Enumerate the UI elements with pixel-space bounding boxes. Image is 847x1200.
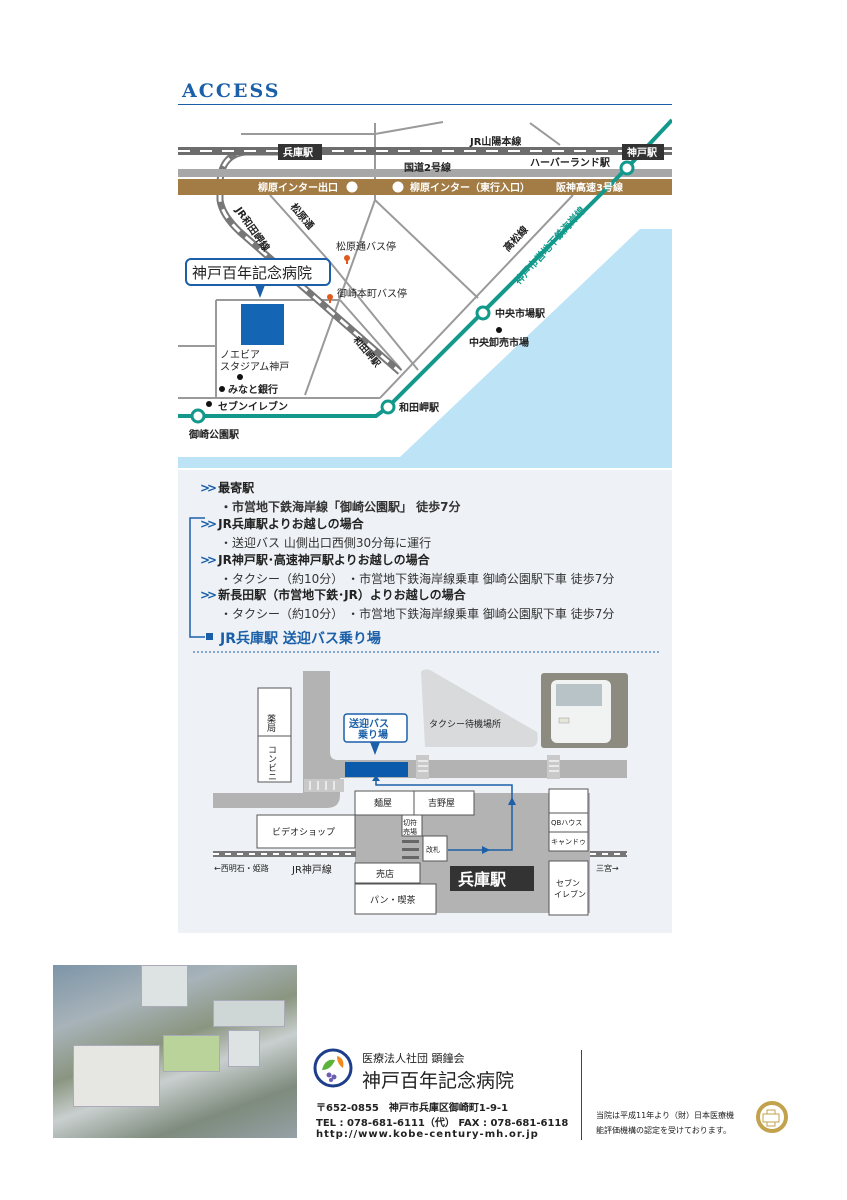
direction-detail: ・市営地下鉄海岸線「御崎公園駅」 徒歩7分 — [220, 500, 461, 514]
shuttle-heading: JR兵庫駅 送迎バス乗り場 — [220, 631, 381, 647]
roads — [178, 121, 574, 399]
title-divider — [178, 104, 672, 105]
direction-detail: ・タクシー（約10分） ・市営地下鉄海岸線乗車 御崎公園駅下車 徒歩7分 — [220, 572, 615, 586]
label: 薬局 — [265, 713, 276, 733]
label: 乗り場 — [357, 728, 388, 741]
direction-item: >>新長田駅（市営地下鉄･JR）よりお越しの場合 ・タクシー（約10分） ・市営… — [200, 586, 614, 622]
chevron-right-icon: >> — [200, 553, 217, 567]
chuo-ichiba-station-marker — [475, 305, 491, 321]
label: セブン — [556, 878, 580, 888]
accreditation-text: 能評価機構の認定を受けております。 — [596, 1126, 731, 1135]
label: セブンイレブン — [218, 400, 288, 413]
label: 国道2号線 — [404, 161, 451, 174]
hanshin-expressway — [178, 179, 672, 195]
direction-heading: JR兵庫駅よりお越しの場合 — [218, 517, 364, 531]
sea — [178, 229, 672, 468]
label: 兵庫駅 — [283, 146, 314, 159]
hospital-building — [241, 304, 284, 345]
label: QBハウス — [551, 819, 582, 827]
label: 切符 — [403, 818, 417, 827]
label: キャンドゥ — [551, 838, 586, 846]
accreditation-seal-icon — [756, 1101, 788, 1133]
label: 御崎公園駅 — [188, 428, 240, 441]
label: みなと銀行 — [228, 383, 278, 396]
label: JR山陽本線 — [469, 135, 521, 148]
hospital-aerial-photo — [53, 965, 297, 1138]
direction-heading: 最寄駅 — [218, 481, 255, 495]
label: 松原通バス停 — [336, 240, 396, 253]
route-arrow — [375, 776, 513, 851]
label: JR神戸線 — [291, 863, 332, 876]
label: 送迎バス — [348, 717, 389, 730]
direction-heading: JR神戸駅･高速神戸駅よりお越しの場合 — [218, 553, 430, 567]
label: 中央市場駅 — [495, 307, 546, 320]
hospital-name: 神戸百年記念病院 — [362, 1070, 515, 1092]
shuttle-connector — [189, 517, 205, 638]
chevron-right-icon: >> — [200, 588, 217, 602]
org-name: 医療法人社団 顕鐘会 — [362, 1052, 465, 1065]
label: イレブン — [554, 889, 586, 899]
misaki-koen-station-marker — [190, 408, 206, 424]
tel-fax: TEL : 078-681-6111（代） FAX : 078-681-6118 — [316, 1118, 569, 1129]
chevron-right-icon: >> — [200, 481, 217, 495]
label: 改札 — [426, 845, 440, 854]
label: 柳原インター出口 — [258, 181, 338, 194]
wadamisaki-station-marker — [380, 399, 396, 415]
label: 売場 — [403, 827, 417, 836]
directions-list: >>最寄駅 ・市営地下鉄海岸線「御崎公園駅」 徒歩7分 >>JR兵庫駅よりお越し… — [178, 470, 672, 658]
label: 吉野屋 — [428, 798, 455, 809]
label: 和田岬駅 — [398, 401, 440, 414]
label: コンビニ — [266, 745, 277, 781]
hospital-callout: 神戸百年記念病院 — [185, 258, 331, 298]
station-diagram: 薬局 コンビニ 送迎バス 乗り場 タクシー待機場所 麺屋 吉野屋 切符 売場 改… — [213, 669, 628, 916]
bus-stop-area — [345, 762, 408, 777]
direction-heading: 新長田駅（市営地下鉄･JR）よりお越しの場合 — [218, 588, 466, 602]
hospital-logo — [313, 1048, 353, 1088]
footer-divider — [581, 1050, 582, 1140]
label: ハーバーランド駅 — [530, 157, 611, 169]
label: 麺屋 — [374, 797, 392, 809]
label: 御崎本町バス停 — [337, 287, 407, 300]
address: 〒652-0855 神戸市兵庫区御崎町1-9-1 — [316, 1103, 509, 1114]
direction-detail: ・送迎バス 山側出口西側30分毎に運行 — [220, 536, 432, 550]
label: 阪神高速3号線 — [556, 181, 623, 194]
accreditation-text: 当院は平成11年より（財）日本医療機 — [596, 1111, 735, 1120]
label: 三宮→ — [596, 863, 619, 873]
label: ←西明石・姫路 — [214, 863, 269, 873]
chevron-right-icon: >> — [200, 517, 217, 531]
label: 神戸駅 — [627, 146, 658, 159]
label: パン・喫茶 — [370, 894, 415, 906]
label: 売店 — [376, 868, 394, 880]
label: ノエビア — [220, 349, 260, 361]
label: スタジアム神戸 — [220, 360, 289, 373]
label: 柳原インター（東行入口） — [410, 181, 530, 194]
label: タクシー待機場所 — [429, 718, 501, 730]
harborland-station-marker — [619, 160, 635, 176]
hospital-label: 神戸百年記念病院 — [192, 264, 312, 282]
label: 中央卸売市場 — [469, 336, 529, 349]
label: ビデオショップ — [272, 826, 335, 838]
station-name-box — [450, 866, 534, 891]
direction-detail: ・タクシー（約10分） ・市営地下鉄海岸線乗車 御崎公園駅下車 徒歩7分 — [220, 607, 615, 621]
direction-item: >>最寄駅 ・市営地下鉄海岸線「御崎公園駅」 徒歩7分 — [200, 479, 461, 515]
website-link[interactable]: http://www.kobe-century-mh.or.jp — [316, 1129, 539, 1140]
section-title: ACCESS — [182, 80, 281, 102]
direction-item: >>JR神戸駅･高速神戸駅よりお越しの場合 ・タクシー（約10分） ・市営地下鉄… — [200, 551, 614, 587]
route2-road — [178, 169, 672, 177]
direction-item: >>JR兵庫駅よりお越しの場合 ・送迎バス 山側出口西側30分毎に運行 — [200, 515, 431, 551]
station-name: 兵庫駅 — [458, 870, 507, 889]
